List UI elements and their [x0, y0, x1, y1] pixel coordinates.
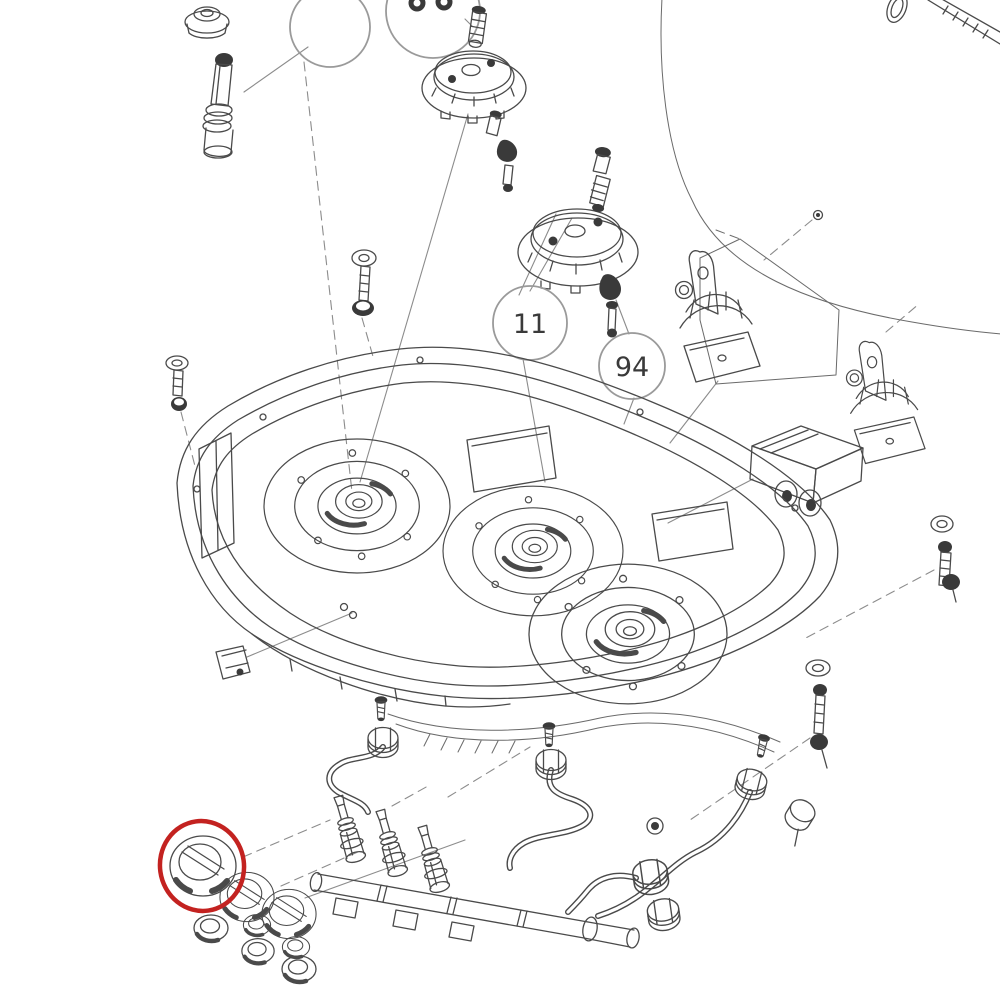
deck-bolt-top [351, 249, 377, 316]
burner1-screw [485, 110, 502, 137]
trim-ring-1 [194, 915, 228, 941]
fitting-screw-3 [753, 732, 772, 760]
knob-bezel-2 [220, 872, 274, 921]
burner-plate-3 [529, 564, 727, 704]
orifice-fitting-bottom [645, 896, 683, 934]
pan-lower-band [387, 712, 781, 754]
callout-94[interactable]: 94 [598, 332, 666, 400]
cap-nut [184, 6, 230, 39]
deck-bolt-left [165, 355, 189, 411]
mount-panel-outline [699, 229, 840, 385]
orifice-bracket-1 [674, 250, 761, 383]
burner2-spark-plug [589, 147, 611, 213]
callout-11[interactable]: 11 [492, 285, 568, 361]
manifold-rail [309, 871, 640, 949]
callout-balloon-top [385, 0, 481, 59]
fitting-screw-1 [374, 695, 388, 722]
threaded-tube [927, 0, 1000, 45]
shoulder-bolt-right [930, 515, 960, 603]
fitting-screw-4 [646, 817, 664, 835]
main-pan [176, 346, 839, 708]
orifice-fitting-right [784, 799, 816, 847]
burner-plate-2 [443, 486, 623, 616]
trim-ring-5 [282, 956, 316, 982]
igniter-electrode [202, 53, 234, 159]
gas-tubes [326, 744, 753, 919]
gas-valve-2 [368, 806, 411, 880]
burner2-electrode [599, 274, 621, 338]
retaining-ring [886, 0, 908, 23]
pilot-screw [812, 209, 824, 221]
trim-ring-3 [242, 939, 274, 964]
tube-nut-2 [535, 748, 567, 781]
knob-bezel-3 [262, 889, 316, 938]
shoulder-bolt-lower-right [805, 659, 831, 769]
knob-bezel-1[interactable] [170, 836, 236, 896]
clip-block [215, 645, 251, 680]
highlight-ellipse[interactable] [154, 816, 250, 917]
fitting-screw-2 [542, 721, 556, 748]
gas-valve-3 [410, 822, 453, 896]
callout-11-label: 11 [513, 309, 547, 340]
orifice-bracket-2 [845, 340, 926, 465]
shoulder-screw [467, 5, 488, 48]
lid-outline [660, 0, 1000, 335]
callout-balloon-empty [289, 0, 371, 68]
burner-plate-1 [264, 439, 450, 573]
burner1-electrode [496, 139, 518, 192]
leader-lines [180, 18, 935, 899]
spark-module [749, 425, 864, 517]
callout-94-label: 94 [615, 352, 649, 383]
burner-assembly-1 [421, 50, 527, 124]
trim-ring-4 [280, 934, 312, 960]
